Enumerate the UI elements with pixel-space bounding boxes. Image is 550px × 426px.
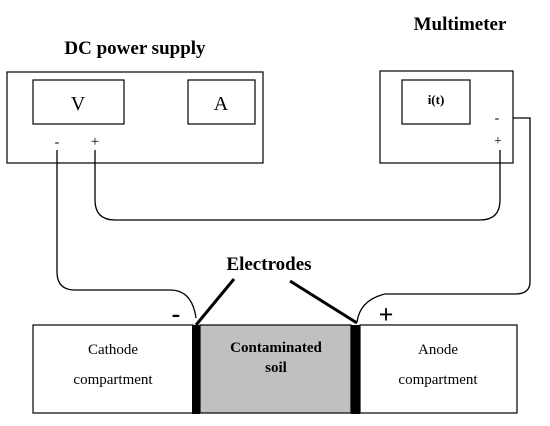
voltmeter-display <box>32 79 125 125</box>
soil-label-line1: Contaminated <box>230 340 322 356</box>
cathode-electrode <box>192 325 200 414</box>
power-supply-negative-terminal: - <box>55 135 60 150</box>
anode-sign: + <box>379 300 394 329</box>
multimeter-title: Multimeter <box>414 14 507 35</box>
wire-multimeter-negative-to-anode <box>356 117 531 323</box>
power-supply-positive-terminal: + <box>91 134 99 150</box>
multimeter-display <box>401 79 471 125</box>
cathode-sign: - <box>172 299 181 328</box>
wire-supply-positive-to-multimeter <box>94 150 501 221</box>
anode-label-line2: compartment <box>398 372 478 388</box>
multimeter-positive-terminal: + <box>494 134 502 149</box>
voltmeter-label: V <box>71 93 86 115</box>
cathode-label-line2: compartment <box>73 372 153 388</box>
ammeter-label: A <box>214 93 229 115</box>
anode-electrode <box>351 325 360 414</box>
ammeter-display <box>187 79 256 125</box>
electrodes-label: Electrodes <box>226 254 311 275</box>
cathode-label-line1: Cathode <box>88 342 138 358</box>
soil-label-line2: soil <box>265 360 287 376</box>
anode-electrode-pointer <box>289 279 358 325</box>
cathode-electrode-pointer <box>194 278 236 326</box>
cathode-compartment <box>32 324 194 414</box>
anode-compartment <box>359 324 518 414</box>
multimeter-negative-terminal: - <box>495 111 500 126</box>
multimeter-display-label: i(t) <box>428 92 445 107</box>
contaminated-soil-compartment <box>199 324 352 414</box>
wire-supply-negative-to-cathode <box>56 150 197 319</box>
anode-label-line1: Anode <box>418 342 458 358</box>
power-supply-title: DC power supply <box>64 38 206 59</box>
